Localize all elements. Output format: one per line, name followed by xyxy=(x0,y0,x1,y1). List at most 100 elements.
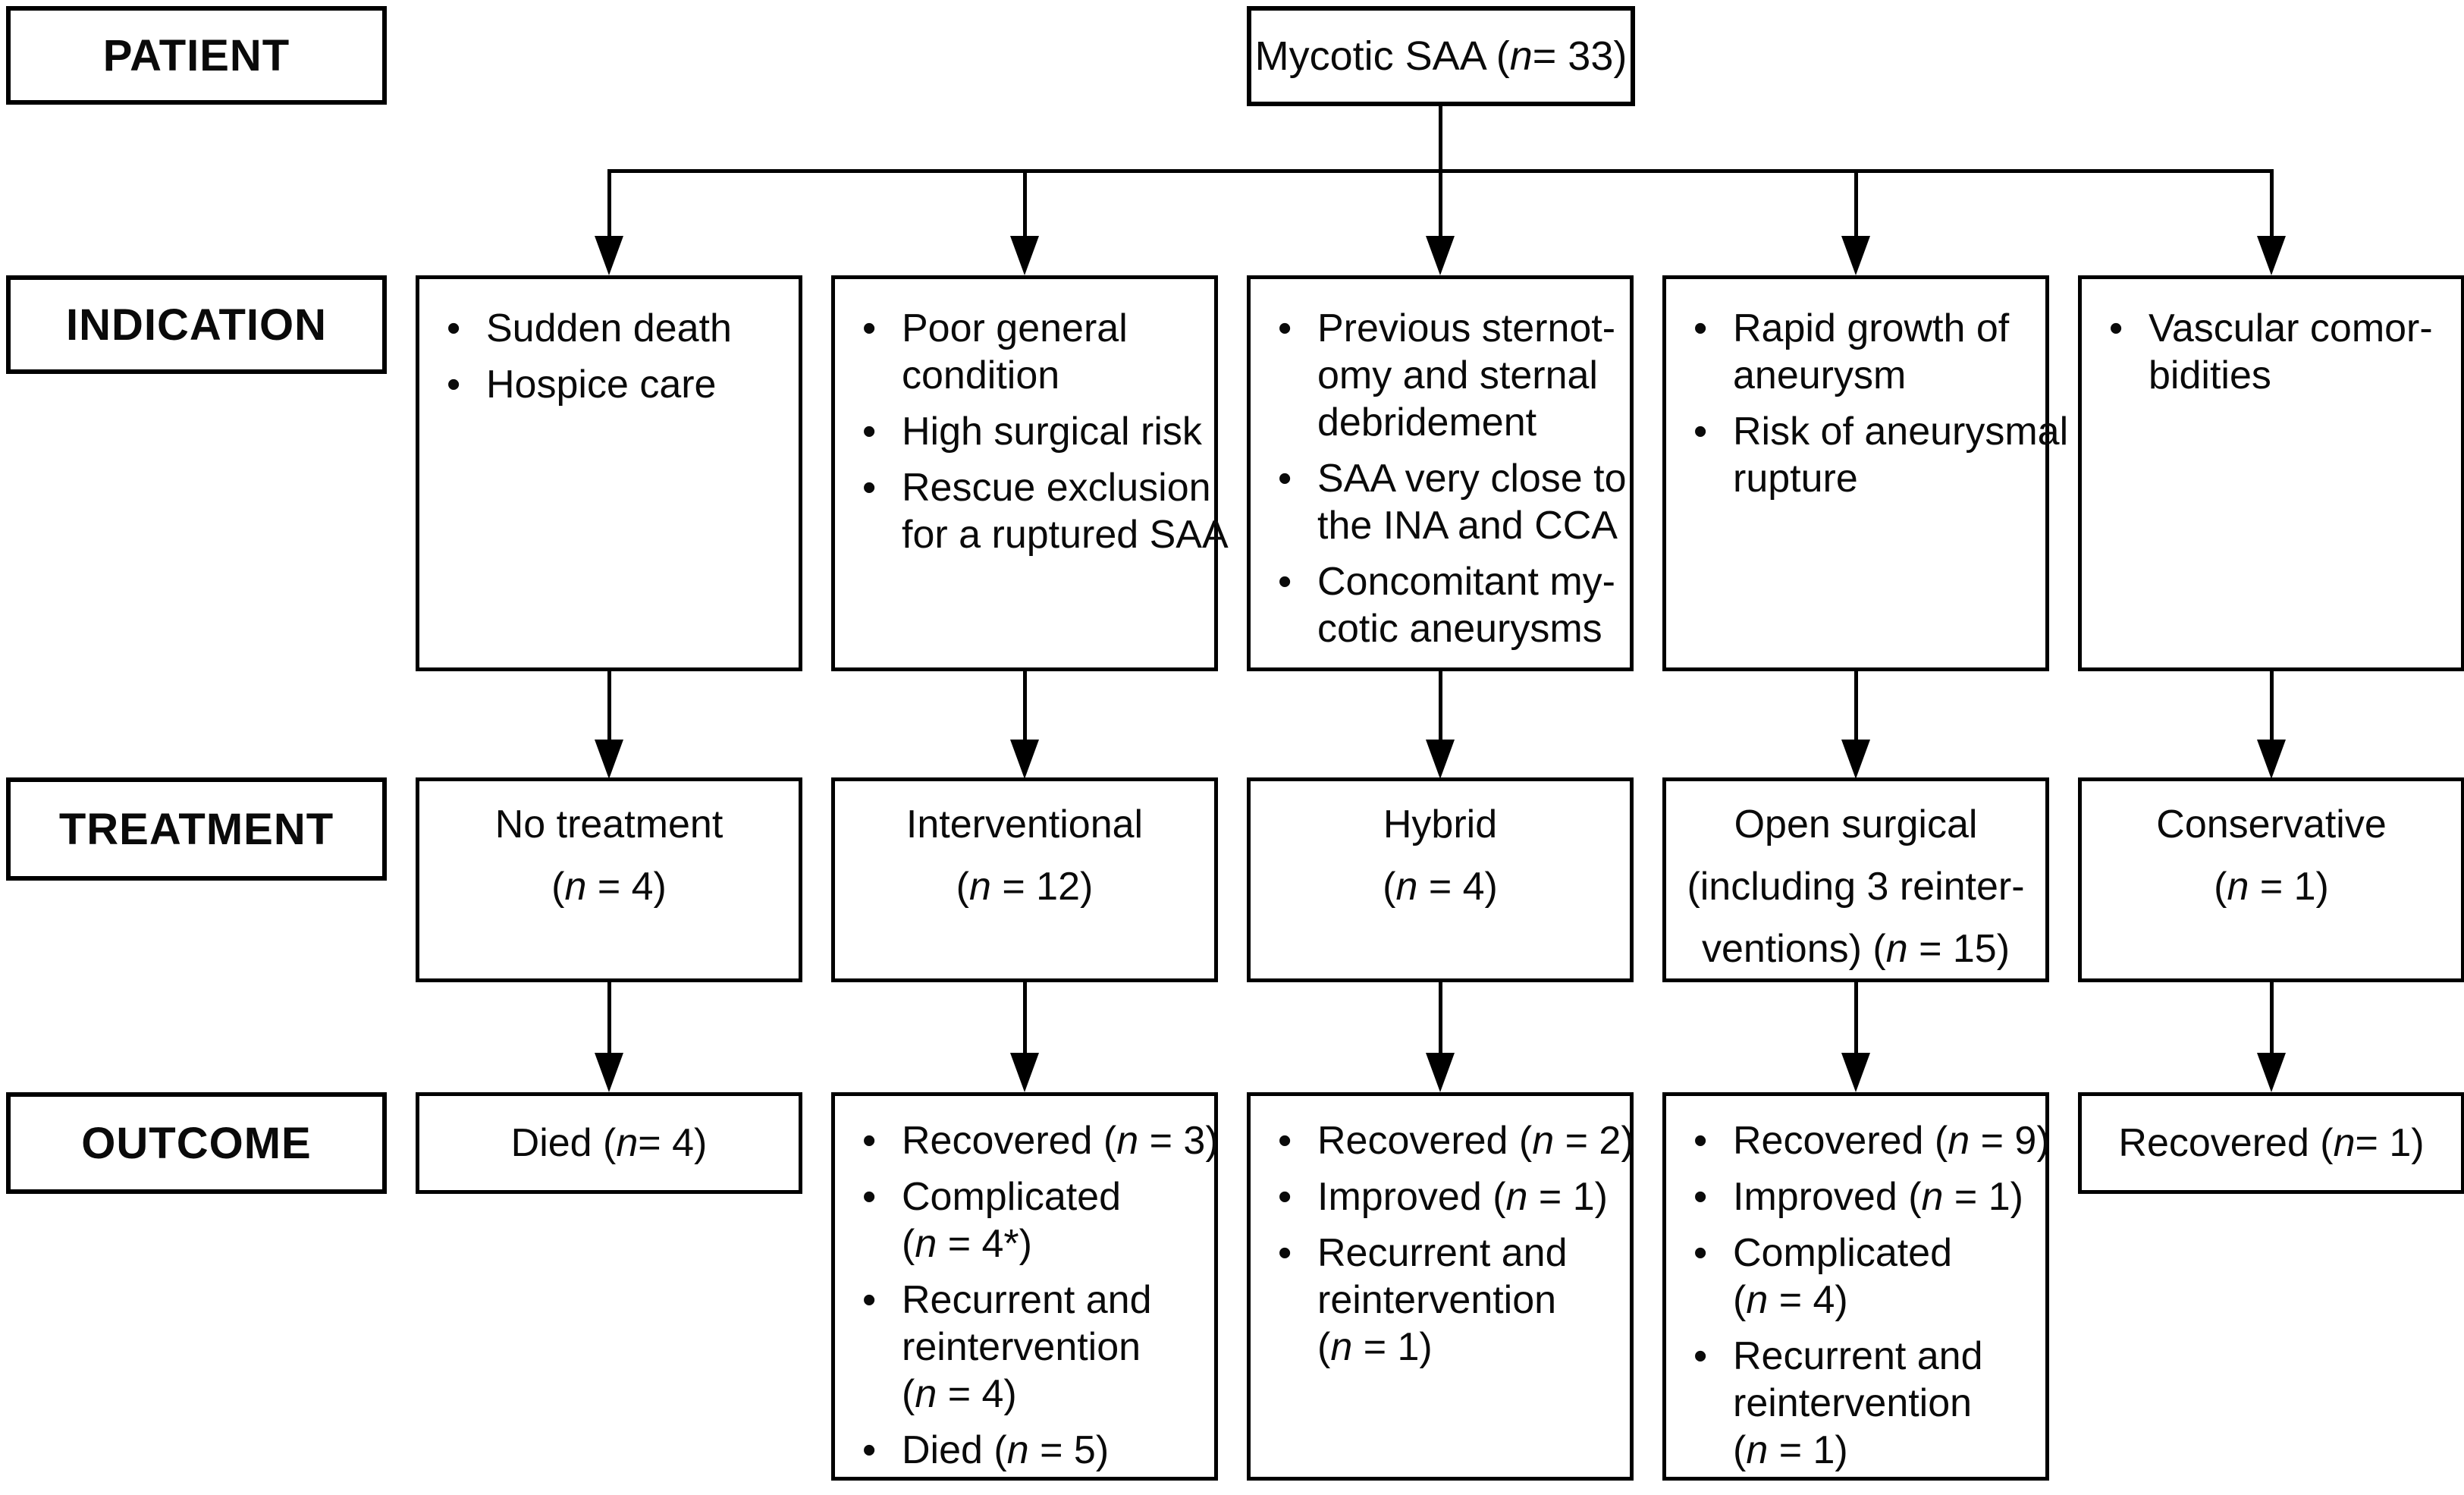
bullet-item: •Recovered (n = 2) xyxy=(1278,1117,1634,1164)
outcome-box-interventional: •Recovered (n = 3)•Complicated(n = 4*)•R… xyxy=(831,1092,1219,1481)
bullet-dot-icon: • xyxy=(862,1119,877,1163)
row-label-patient: PATIENT xyxy=(6,6,387,105)
bullet-dot-icon: • xyxy=(2109,306,2123,350)
treatment-box-conservative: Conservative (n = 1) xyxy=(2078,777,2464,982)
arrow-to-treatment xyxy=(1022,671,1027,742)
arrowhead-icon xyxy=(595,740,623,779)
indication-box-no-treatment: • Sudden death • Hospice care xyxy=(416,275,802,671)
bullet-item: •Died (n = 5) xyxy=(862,1427,1208,1474)
bullet-dot-icon: • xyxy=(862,306,877,350)
bullet-dot-icon: • xyxy=(1278,1119,1292,1163)
arrow-to-indication xyxy=(1022,171,1027,238)
bullet-dot-icon: • xyxy=(862,1175,877,1219)
arrow-to-indication xyxy=(1853,171,1858,238)
outcome-box-conservative: Recovered (n = 1) xyxy=(2078,1092,2464,1194)
bullet-dot-icon: • xyxy=(862,410,877,454)
bullet-dot-icon: • xyxy=(1693,1334,1708,1378)
bullet-dot-icon: • xyxy=(1693,410,1708,454)
treatment-box-interventional: Interventional (n = 12) xyxy=(831,777,1218,982)
bullet-text: Complicated(n = 4) xyxy=(1733,1231,1953,1322)
arrow-to-indication xyxy=(2269,171,2274,238)
bullet-dot-icon: • xyxy=(1278,457,1292,501)
treatment-box-open-surgical: Open surgical(including 3 reinter-ventio… xyxy=(1662,777,2049,982)
arrowhead-icon xyxy=(1010,236,1039,275)
box-text-line: Interventional xyxy=(906,802,1144,846)
bullet-text: High surgical risk xyxy=(902,410,1202,454)
bullet-item: • Hospice care xyxy=(447,361,793,408)
bullet-dot-icon: • xyxy=(1693,1231,1708,1275)
arrowhead-icon xyxy=(1010,740,1039,779)
bullet-text: Sudden death xyxy=(486,306,732,350)
arrow-to-treatment xyxy=(1853,671,1858,742)
bullet-item: • Sudden death xyxy=(447,305,793,352)
bullet-text: Improved (n = 1) xyxy=(1317,1175,1608,1219)
box-text-line: (n = 4) xyxy=(1383,865,1498,909)
bullet-item: •Complicated(n = 4*) xyxy=(862,1173,1208,1267)
treatment-box-hybrid: Hybrid(n = 4) xyxy=(1247,777,1634,982)
treatment-box-no-treatment: No treatment(n = 4) xyxy=(416,777,802,982)
bullet-dot-icon: • xyxy=(1693,1175,1708,1219)
bullet-dot-icon: • xyxy=(1278,1231,1292,1275)
bullet-item: • High surgical risk xyxy=(862,408,1208,455)
bullet-dot-icon: • xyxy=(1278,306,1292,350)
arrowhead-icon xyxy=(1426,1053,1455,1092)
outcome-box-open-surgical: •Recovered (n = 9)•Improved (n = 1)•Comp… xyxy=(1662,1092,2050,1481)
box-text-line: Conservative xyxy=(2156,802,2387,846)
arrowhead-icon xyxy=(2257,740,2286,779)
bullet-text: Concomitant my-cotic aneurysms xyxy=(1317,560,1615,651)
bullet-item: •Improved (n = 1) xyxy=(1693,1173,2039,1220)
bullet-item: • Complicated(n = 4) xyxy=(1693,1230,2039,1324)
bullet-item: •Recovered (n = 9) xyxy=(1693,1117,2050,1164)
bullet-text: Recovered (n = 3) xyxy=(902,1119,1219,1163)
arrowhead-icon xyxy=(1841,740,1870,779)
bullet-dot-icon: • xyxy=(862,466,877,510)
column-conservative: • Vascular comor-bidities Conservative (n … xyxy=(2078,0,2464,1495)
bullet-text: Died (n = 5) xyxy=(902,1428,1110,1472)
arrow-to-treatment xyxy=(607,671,611,742)
root-node-mycotic-saa: Mycotic SAA (n = 33) xyxy=(1247,6,1635,106)
box-text-line: Open surgical xyxy=(1734,802,1978,846)
arrow-to-treatment xyxy=(2269,671,2274,742)
bullet-text: Hospice care xyxy=(486,363,717,407)
column-no-treatment: • Sudden death • Hospice care No treatment(… xyxy=(416,0,802,1495)
box-text-line: ventions) (n = 15) xyxy=(1701,927,2010,971)
bullet-dot-icon: • xyxy=(1278,560,1292,604)
box-text-line: (n = 4) xyxy=(551,865,667,909)
arrow-to-outcome xyxy=(1438,982,1442,1054)
arrow-to-indication xyxy=(1438,171,1442,238)
box-text-line: (n = 12) xyxy=(956,865,1094,909)
bullet-item: • Improved (n = 1) xyxy=(1278,1173,1624,1220)
connector-root-stem xyxy=(1439,106,1442,173)
bullet-dot-icon: • xyxy=(1278,1175,1292,1219)
arrowhead-icon xyxy=(2257,1053,2286,1092)
arrow-to-outcome xyxy=(2269,982,2274,1054)
outcome-box-no-treatment: Died (n = 4) xyxy=(416,1092,802,1194)
bullet-dot-icon: • xyxy=(447,363,461,407)
row-label-indication: INDICATION xyxy=(6,275,387,374)
bullet-text: Vascular comor-bidities xyxy=(2149,306,2433,397)
box-text-line: (n = 1) xyxy=(2214,865,2329,909)
bullet-item: • Recovered (n = 3) xyxy=(862,1117,1219,1164)
arrow-to-indication xyxy=(607,171,611,238)
row-label-treatment: TREATMENT xyxy=(6,777,387,881)
arrowhead-icon xyxy=(595,236,623,275)
bullet-dot-icon: • xyxy=(447,306,461,350)
arrowhead-icon xyxy=(2257,236,2286,275)
arrowhead-icon xyxy=(1841,1053,1870,1092)
